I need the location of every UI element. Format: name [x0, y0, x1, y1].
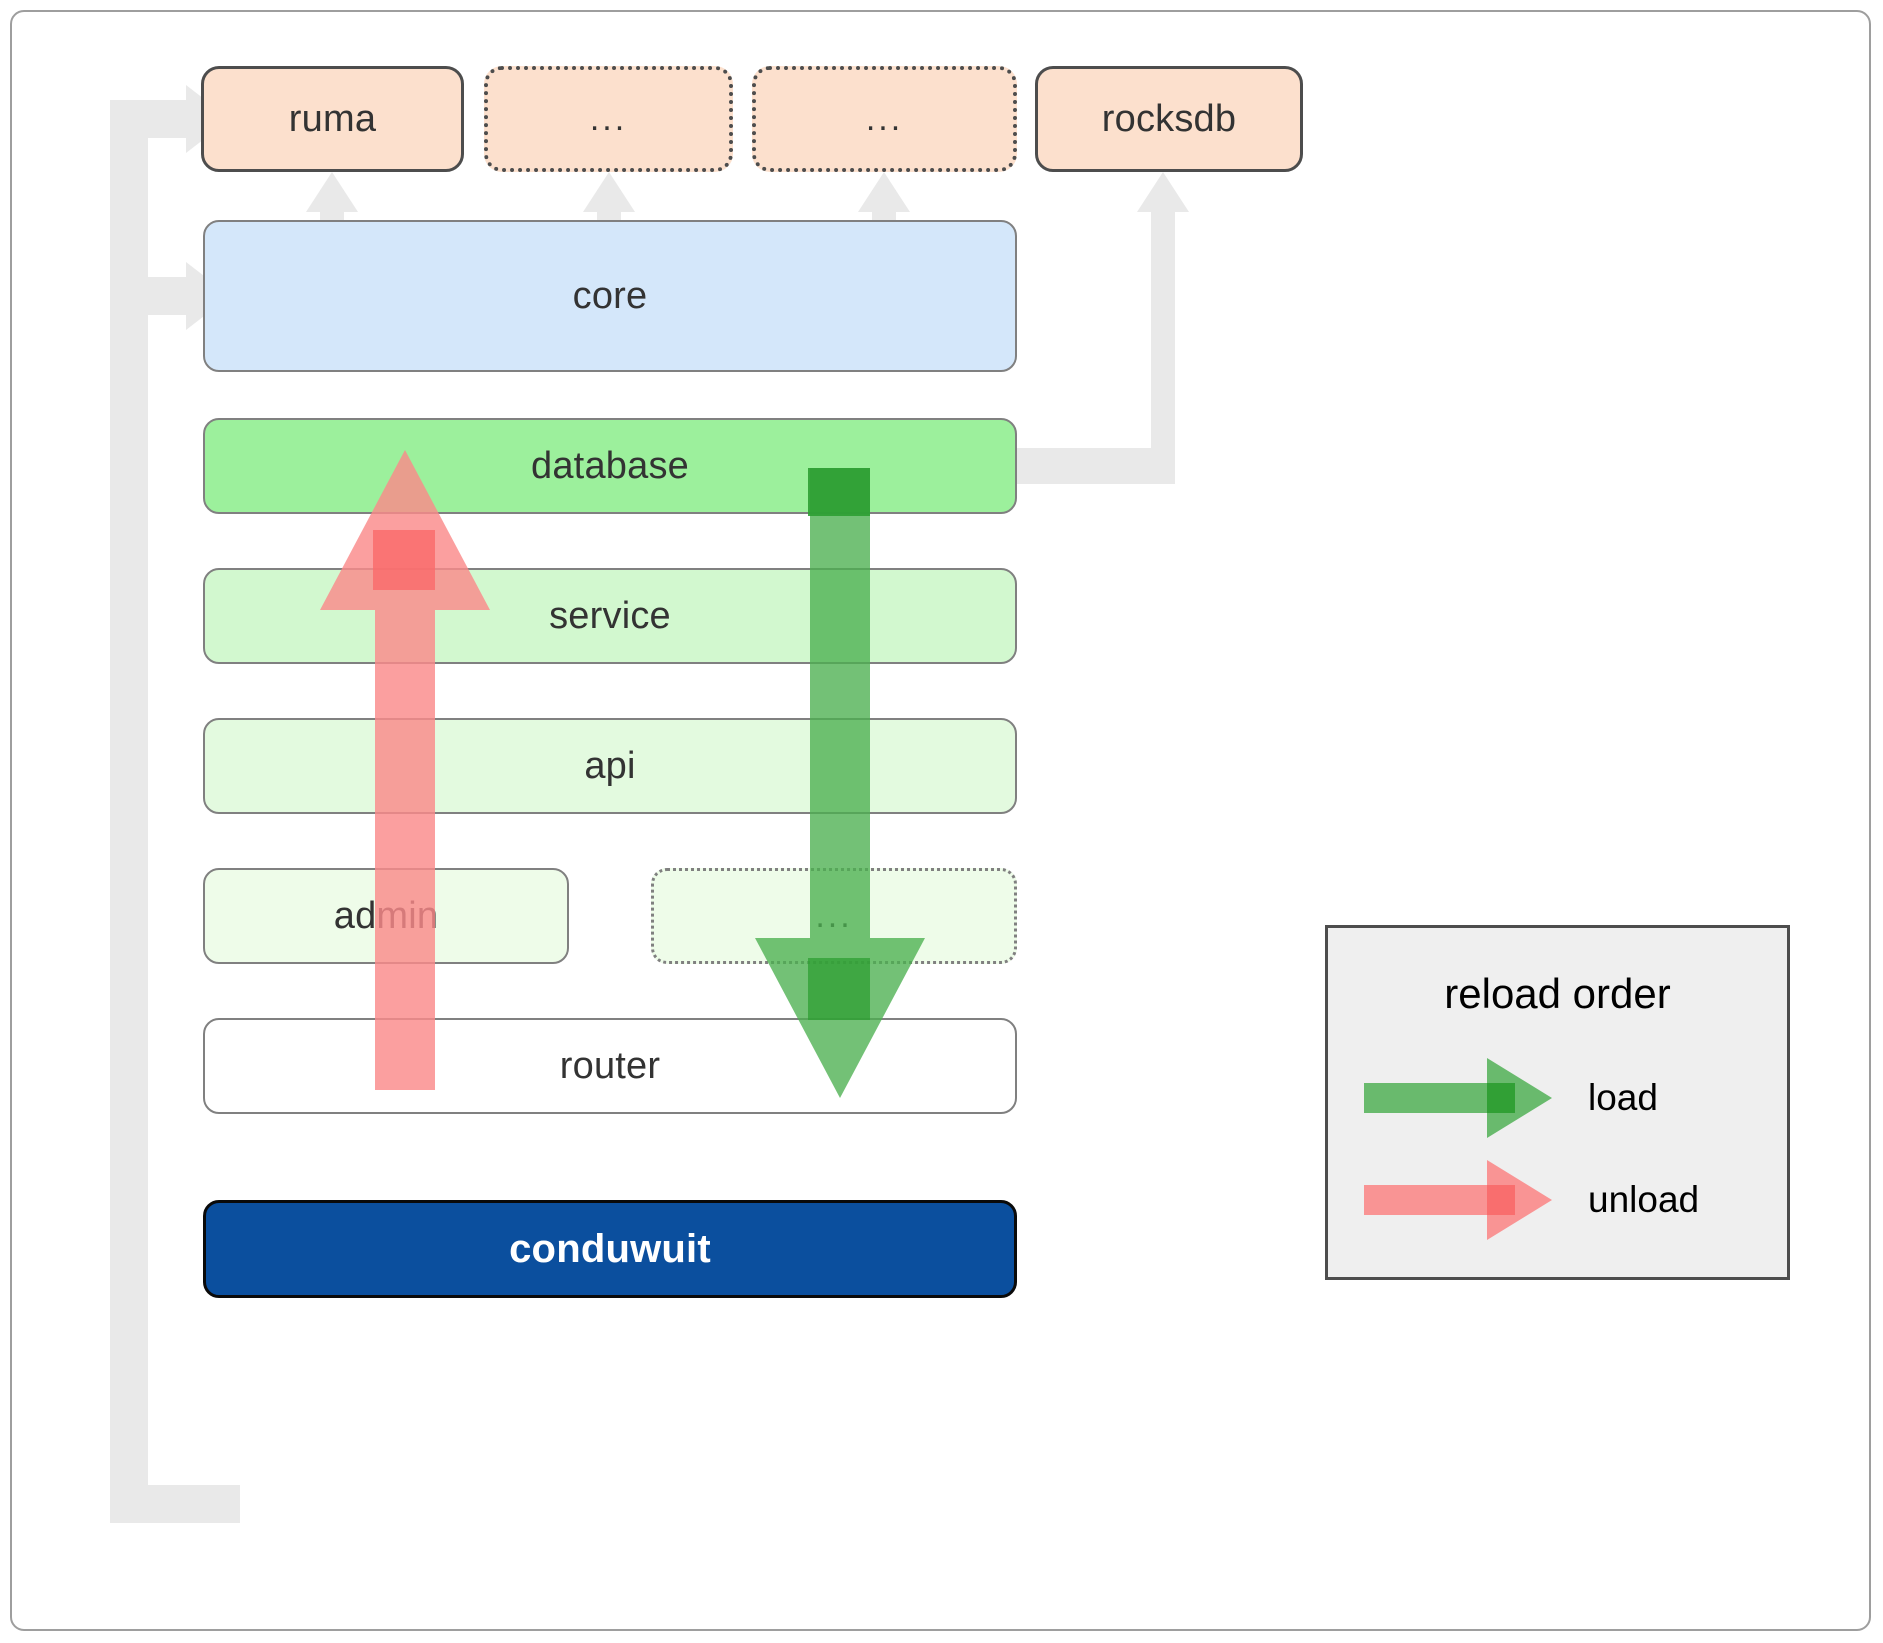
layer-label: api: [584, 744, 636, 787]
layer-label: service: [549, 594, 671, 637]
layer-box-api[interactable]: api: [203, 718, 1017, 814]
connector-left-to-conduwuit: [110, 1485, 240, 1523]
legend-unload-arrow-icon: [1364, 1160, 1552, 1240]
load-arrow-overlap-2: [808, 958, 870, 1020]
layer-label: router: [559, 1044, 661, 1087]
unload-arrow-overlap: [373, 530, 435, 590]
dependency-box-rocksdb[interactable]: rocksdb: [1035, 66, 1303, 172]
connector-branch-to-ruma: [110, 100, 190, 138]
legend-label-unload: unload: [1588, 1179, 1700, 1220]
layer-box-core[interactable]: core: [203, 220, 1017, 372]
load-arrow-overlap: [808, 468, 870, 516]
legend-panel: reload order load unload: [1325, 925, 1790, 1280]
load-flow-arrow: [755, 468, 925, 1098]
dependency-label: rocksdb: [1101, 97, 1237, 140]
layer-label: core: [572, 274, 648, 317]
connector-arrowhead-core-dep2: [583, 172, 635, 212]
legend-title: reload order: [1444, 970, 1671, 1017]
dependency-label: ...: [589, 99, 628, 138]
dependency-box-ruma[interactable]: ruma: [201, 66, 464, 172]
layer-box-database[interactable]: database: [203, 418, 1017, 514]
connector-left-trunk-vertical: [110, 128, 148, 1523]
unload-flow-arrow: [320, 450, 490, 1090]
legend-row-load: load: [1364, 1056, 1764, 1140]
legend-label-load: load: [1588, 1077, 1658, 1118]
connector-database-to-rocksdb-h: [1015, 448, 1175, 484]
connector-arrowhead-core-ruma: [306, 172, 358, 212]
layer-label: database: [531, 444, 689, 487]
dependency-label: ruma: [288, 97, 377, 140]
layer-box-router[interactable]: router: [203, 1018, 1017, 1114]
connector-database-to-rocksdb-v: [1151, 205, 1175, 484]
connector-branch-to-core: [110, 277, 190, 315]
connector-arrowhead-core-dep3: [858, 172, 910, 212]
dependency-box-placeholder-1[interactable]: ...: [484, 66, 733, 172]
binary-label: conduwuit: [509, 1226, 711, 1271]
legend-load-arrow-icon: [1364, 1058, 1552, 1138]
legend-row-unload: unload: [1364, 1158, 1764, 1242]
connector-arrowhead-rocksdb: [1137, 172, 1189, 212]
dependency-box-placeholder-2[interactable]: ...: [752, 66, 1017, 172]
binary-box-conduwuit[interactable]: conduwuit: [203, 1200, 1017, 1298]
dependency-label: ...: [865, 99, 904, 138]
